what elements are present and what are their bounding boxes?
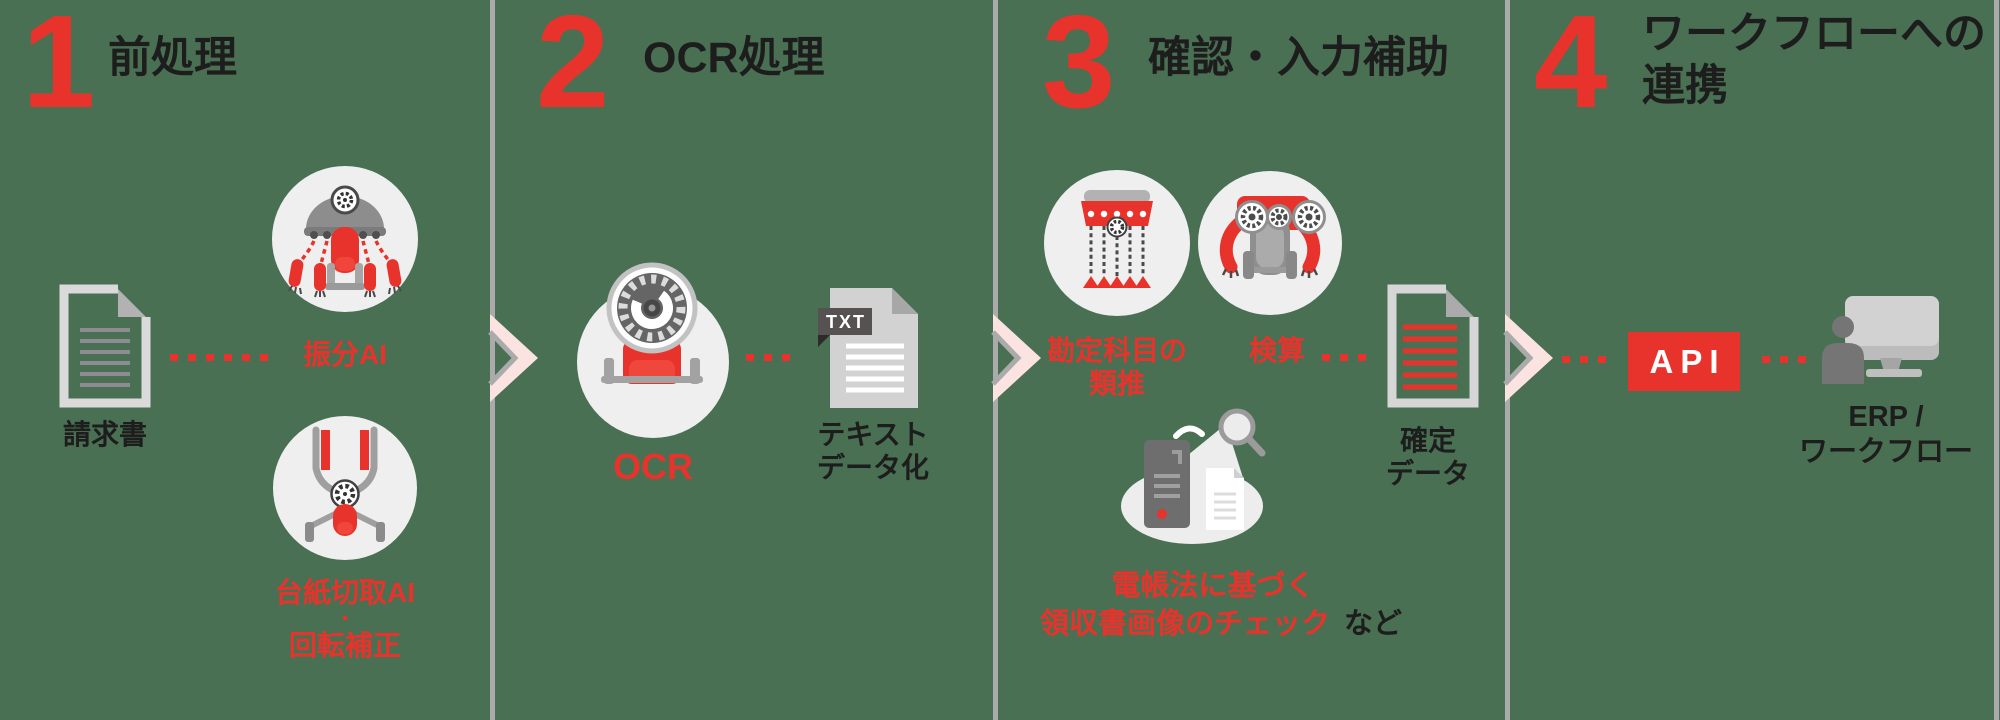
account-inference-robot-icon bbox=[1081, 190, 1153, 288]
step-title-line2: 連携 bbox=[1642, 62, 1728, 110]
confirmed-data-document-icon bbox=[1387, 284, 1479, 408]
text-data-label-line1: テキスト bbox=[817, 419, 929, 450]
erp-workflow-label-line2: ワークフロー bbox=[1798, 436, 1974, 468]
verification-robot-icon bbox=[1219, 196, 1326, 279]
compliance-note-line2: 領収書画像のチェック など bbox=[1040, 608, 1402, 641]
api-badge: API bbox=[1628, 332, 1740, 391]
step-title-line1: ワークフローへの bbox=[1642, 10, 1986, 58]
step-divider-arrow bbox=[1503, 0, 1553, 720]
sorting-ai-label: 振分AI bbox=[302, 339, 388, 370]
invoice-document-label: 請求書 bbox=[62, 419, 148, 450]
compliance-note-suffix: など bbox=[1344, 608, 1403, 640]
step-number: 3 bbox=[1042, 0, 1116, 135]
account-inference-label-line2: 類推 bbox=[1088, 368, 1146, 399]
confirmed-data-label-line1: 確定 bbox=[1399, 425, 1457, 456]
crop-ai-label-line1: 台紙切取AI bbox=[274, 577, 416, 608]
crop-rotate-ai-robot-icon bbox=[305, 426, 385, 542]
compliance-note-line1: 電帳法に基づく bbox=[1111, 570, 1315, 602]
step-number: 2 bbox=[536, 0, 610, 135]
magnifier-icon bbox=[1218, 408, 1256, 446]
compliance-note-highlight: 領収書画像のチェック bbox=[1039, 608, 1330, 640]
erp-workflow-label-line1: ERP / bbox=[1848, 401, 1924, 433]
txt-file-icon: TXT bbox=[818, 288, 918, 408]
crop-ai-label-line2: 回転補正 bbox=[288, 630, 402, 661]
txt-badge-text: TXT bbox=[826, 312, 866, 332]
chevron-arrow-icon bbox=[1505, 314, 1553, 402]
chevron-arrow-icon bbox=[490, 314, 538, 402]
confirmed-data-label-line2: データ bbox=[1385, 458, 1471, 489]
account-inference-label-line1: 勘定科目の bbox=[1046, 335, 1188, 366]
erp-workflow-label: ERP / ワークフロー bbox=[1799, 400, 1973, 470]
step-title: 前処理 bbox=[108, 34, 237, 82]
step-title: ワークフローへの 連携 bbox=[1642, 8, 1986, 112]
dotted-connector bbox=[170, 354, 268, 361]
step-divider-arrow bbox=[488, 0, 538, 720]
ocr-robot-icon bbox=[601, 262, 703, 384]
right-edge-line bbox=[1994, 0, 1999, 720]
account-inference-label: 勘定科目の 類推 bbox=[1047, 334, 1187, 400]
dotted-connector bbox=[1762, 356, 1810, 363]
confirmed-data-label: 確定 データ bbox=[1386, 424, 1470, 490]
ocr-label: OCR bbox=[613, 446, 693, 487]
invoice-document-icon bbox=[59, 284, 151, 408]
compliance-check-icon bbox=[1121, 408, 1266, 544]
crop-ai-separator: ・ bbox=[335, 609, 354, 629]
verification-label: 検算 bbox=[1248, 335, 1306, 366]
dotted-connector bbox=[1562, 356, 1610, 363]
step-divider-arrow bbox=[991, 0, 1041, 720]
step-title: 確認・入力補助 bbox=[1148, 34, 1449, 82]
text-data-label: テキスト データ化 bbox=[817, 418, 929, 484]
crop-ai-label: 台紙切取AI ・ 回転補正 bbox=[275, 576, 415, 662]
step-number: 1 bbox=[22, 0, 96, 135]
chevron-arrow-icon bbox=[993, 314, 1041, 402]
step-title: OCR処理 bbox=[643, 34, 825, 82]
step-number: 4 bbox=[1534, 0, 1608, 135]
sorting-ai-robot-icon bbox=[288, 185, 402, 298]
dotted-connector bbox=[746, 354, 794, 361]
dotted-connector bbox=[1322, 354, 1370, 361]
text-data-label-line2: データ化 bbox=[816, 452, 930, 483]
erp-user-computer-icon bbox=[1822, 296, 1939, 384]
